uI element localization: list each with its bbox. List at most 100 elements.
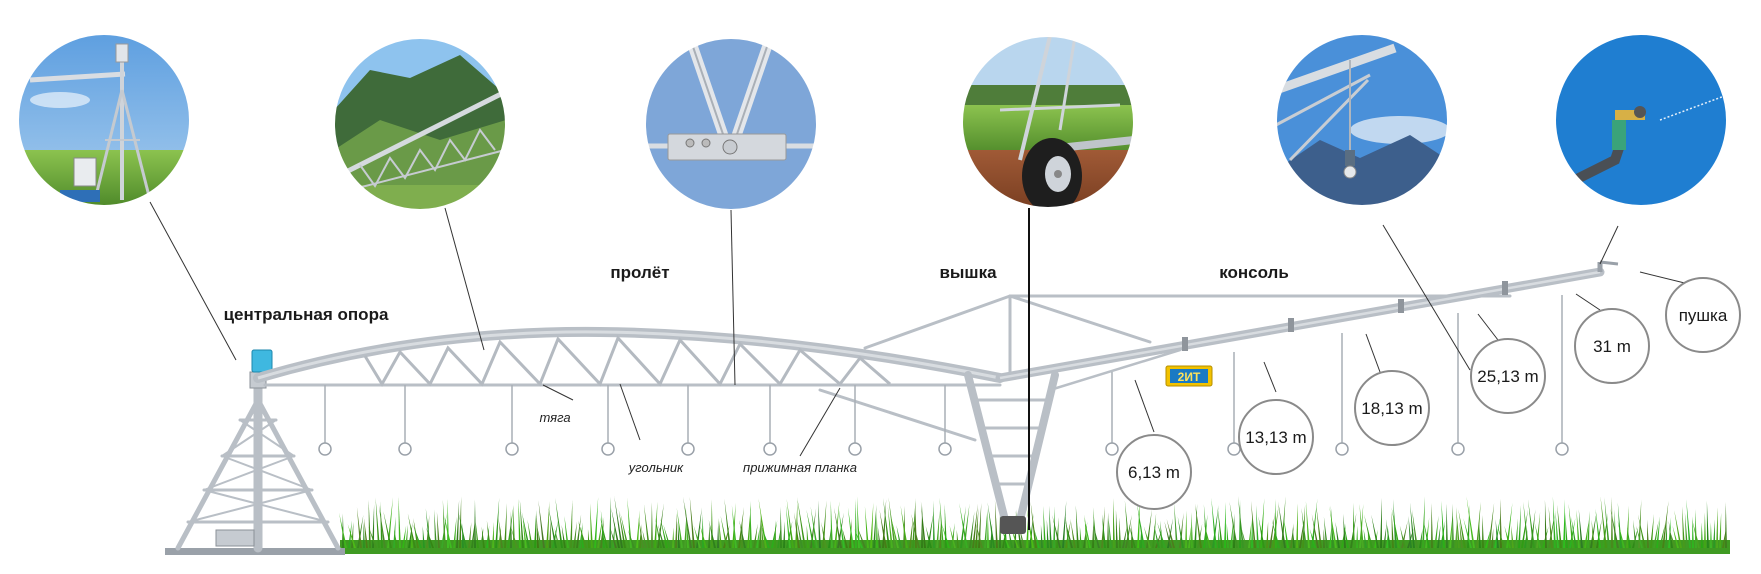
- grass-blade: [651, 502, 653, 548]
- grass-blade: [821, 522, 827, 548]
- grass-blade: [1434, 515, 1439, 548]
- grass-blade: [1185, 510, 1187, 548]
- grass-blade: [1701, 522, 1703, 548]
- grass-blade: [1410, 502, 1415, 548]
- grass-blade: [590, 503, 593, 548]
- grass-blade: [969, 511, 975, 548]
- grass-blade: [857, 526, 866, 548]
- grass-blade: [549, 519, 551, 548]
- grass-blade: [1544, 499, 1547, 548]
- drop-nozzle: [1335, 442, 1349, 456]
- grass-blade: [1218, 528, 1220, 548]
- grass-blade: [1459, 521, 1463, 548]
- grass-blade: [708, 520, 716, 548]
- grass-blade: [888, 497, 896, 548]
- grass-blade: [747, 505, 751, 548]
- grass-blade: [689, 496, 695, 548]
- grass-blade: [1260, 498, 1265, 548]
- grass-blade: [507, 505, 514, 548]
- grass-blade: [956, 529, 959, 548]
- grass-blade: [708, 523, 710, 548]
- grass-blade: [1653, 520, 1659, 548]
- grass-blade: [618, 509, 626, 548]
- grass-blade: [806, 509, 815, 548]
- grass-blade: [1518, 505, 1522, 548]
- grass-blade: [1229, 501, 1238, 548]
- drop-nozzle: [1451, 442, 1465, 456]
- grass-blade: [1113, 498, 1115, 548]
- grass-blade: [786, 498, 794, 548]
- grass-blade: [1495, 519, 1499, 548]
- grass-blade: [1160, 520, 1163, 548]
- grass-blade: [1437, 525, 1441, 548]
- grass-blade: [1316, 507, 1322, 548]
- grass-blade: [425, 527, 434, 548]
- grass-blade: [959, 503, 968, 548]
- grass-blade: [1456, 507, 1460, 548]
- grass-blade: [1565, 512, 1568, 548]
- grass-blade: [731, 505, 737, 548]
- grass-blade: [1704, 512, 1706, 548]
- grass-blade: [796, 518, 803, 548]
- grass-blade: [1364, 514, 1373, 548]
- grass-blade: [702, 513, 704, 548]
- label-angle: угольник: [628, 460, 684, 475]
- grass-blade: [1108, 518, 1112, 548]
- grass-blade: [614, 496, 623, 548]
- grass-blade: [1449, 511, 1453, 548]
- grass-blade: [1627, 527, 1631, 548]
- grass-blade: [1239, 500, 1241, 548]
- drop-nozzle: [398, 442, 412, 456]
- grass-blade: [921, 505, 923, 548]
- grass-blade: [683, 496, 692, 548]
- grass-blade: [527, 519, 533, 548]
- grass-blade: [660, 518, 668, 548]
- grass-blade: [1617, 520, 1625, 548]
- grass-blade: [758, 498, 767, 548]
- grass-blade: [1669, 529, 1676, 548]
- grass-blade: [1423, 521, 1430, 548]
- grass-blade: [504, 503, 507, 548]
- grass-blade: [1079, 526, 1082, 548]
- grass-blade: [1084, 514, 1088, 548]
- grass-blade: [676, 507, 683, 548]
- grass-blade: [1290, 523, 1294, 548]
- grass-blade: [720, 515, 728, 548]
- grass-blade: [810, 506, 818, 548]
- grass-blade: [1419, 528, 1423, 548]
- label-overhang: консоль: [1219, 263, 1289, 282]
- grass-blade: [1102, 514, 1106, 548]
- drop-nozzle: [601, 442, 615, 456]
- grass-blade: [1633, 519, 1637, 548]
- grass-blade: [677, 521, 680, 548]
- grass-blade: [1137, 498, 1140, 548]
- grass-blade: [774, 520, 776, 548]
- tower-wheel-photo: [961, 35, 1135, 209]
- grass-blade: [1226, 523, 1229, 548]
- grass-blade: [1604, 497, 1610, 548]
- grass-blade: [834, 507, 842, 548]
- grass-blade: [1271, 519, 1280, 548]
- grass-blade: [1650, 514, 1654, 548]
- grass-blade: [1534, 522, 1541, 548]
- grass-blade: [1441, 500, 1445, 548]
- grass-blade: [368, 526, 377, 548]
- grass-blade: [378, 504, 386, 548]
- grass-blade: [1587, 510, 1590, 548]
- grass-blade: [854, 528, 863, 548]
- grass-blade: [536, 513, 539, 548]
- grass-blade: [794, 512, 800, 548]
- grass-blade: [510, 511, 512, 548]
- grass: [339, 496, 1730, 554]
- grass-blade: [534, 510, 537, 548]
- grass-blade: [1174, 502, 1178, 548]
- grass-blade: [537, 526, 542, 548]
- grass-blade: [1692, 516, 1694, 548]
- grass-blade: [402, 525, 407, 548]
- grass-blade: [750, 500, 752, 548]
- grass-blade: [1466, 496, 1475, 548]
- distance-label: 18,13 m: [1361, 399, 1422, 418]
- grass-blade: [611, 507, 620, 548]
- grass-blade: [1636, 525, 1643, 548]
- grass-blade: [870, 502, 874, 548]
